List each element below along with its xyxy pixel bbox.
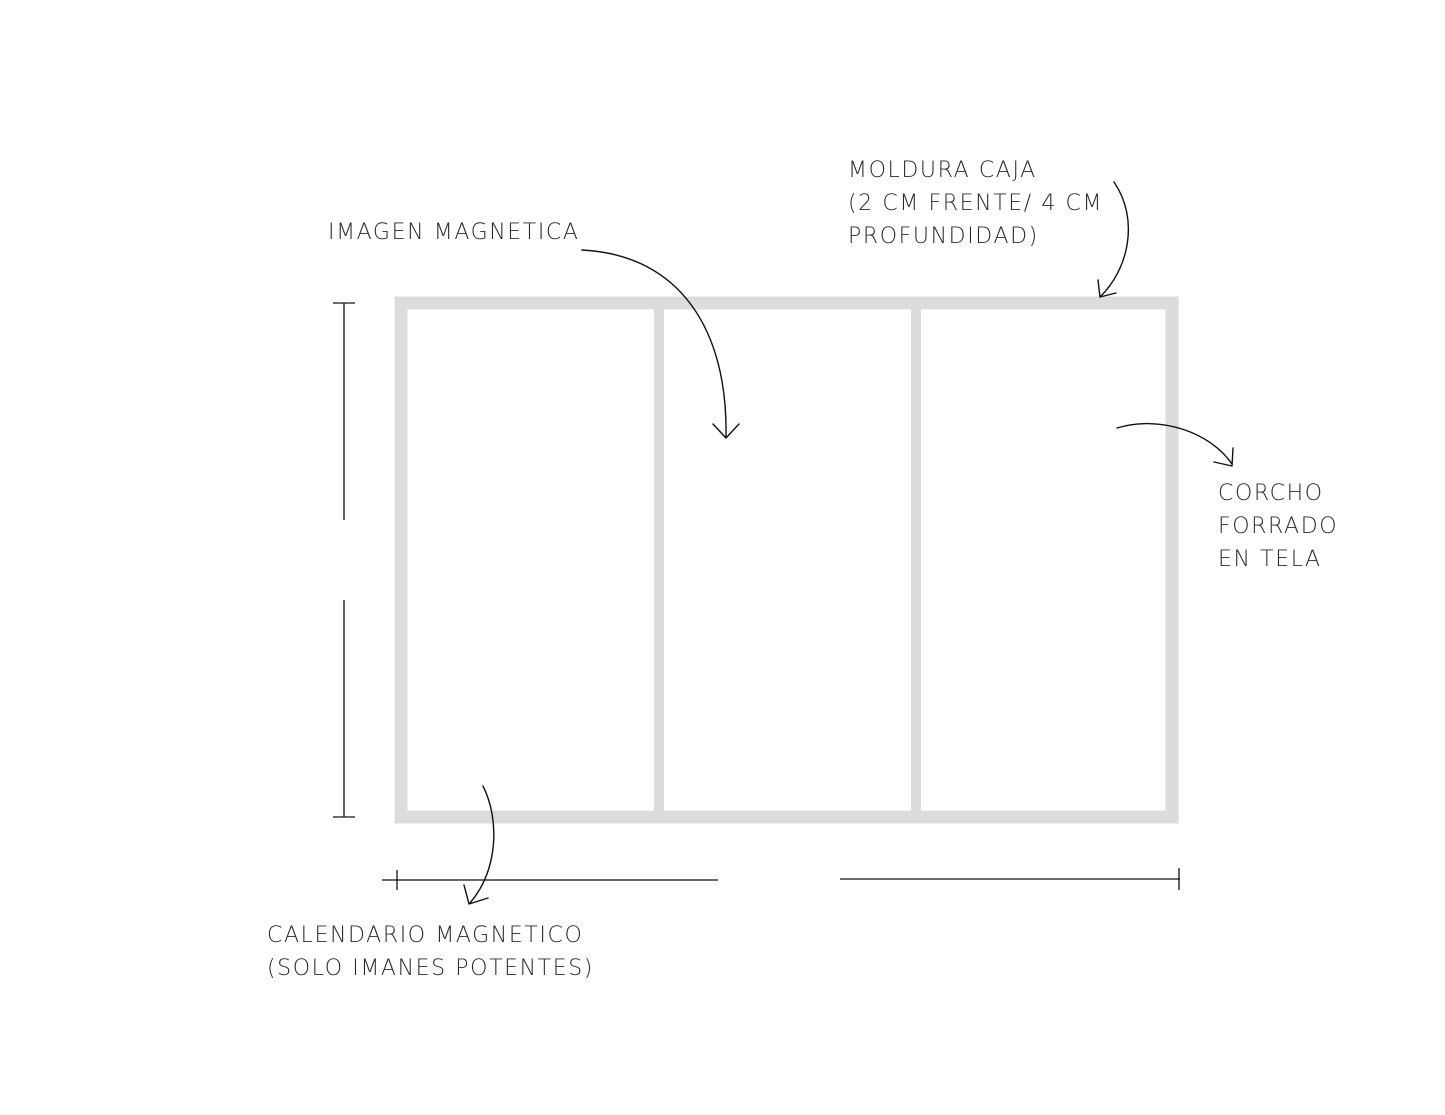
arrow-imagen (581, 249, 740, 439)
label-corcho: CORCHO FORRADO EN TELA (1218, 477, 1338, 576)
label-calendario-line-1: CALENDARIO MAGNETICO (267, 923, 584, 948)
frame-outer (394, 296, 1179, 824)
label-corcho-line-2: FORRADO (1218, 514, 1339, 539)
label-imagen-magnetica: IMAGEN MAGNETICA (328, 216, 580, 249)
label-moldura-line-3: PROFUNDIDAD) (848, 224, 1039, 249)
arrow-calendario (463, 785, 495, 905)
label-moldura-line-1: MOLDURA CAJA (848, 158, 1037, 183)
arrow-moldura (1097, 181, 1129, 298)
vertical-dimension (333, 302, 355, 818)
label-moldura-line-2: (2 CM FRENTE/ 4 CM (848, 191, 1104, 216)
label-corcho-line-3: EN TELA (1218, 547, 1322, 572)
label-moldura-caja: MOLDURA CAJA (2 CM FRENTE/ 4 CM PROFUNDI… (848, 154, 1103, 253)
label-calendario-magnetico: CALENDARIO MAGNETICO (SOLO IMANES POTENT… (267, 919, 594, 985)
horizontal-dimension (382, 868, 1180, 890)
label-imagen-line-1: IMAGEN MAGNETICA (328, 220, 580, 245)
label-corcho-line-1: CORCHO (1218, 481, 1324, 506)
label-calendario-line-2: (SOLO IMANES POTENTES) (267, 956, 594, 981)
arrow-corcho (1116, 422, 1234, 467)
